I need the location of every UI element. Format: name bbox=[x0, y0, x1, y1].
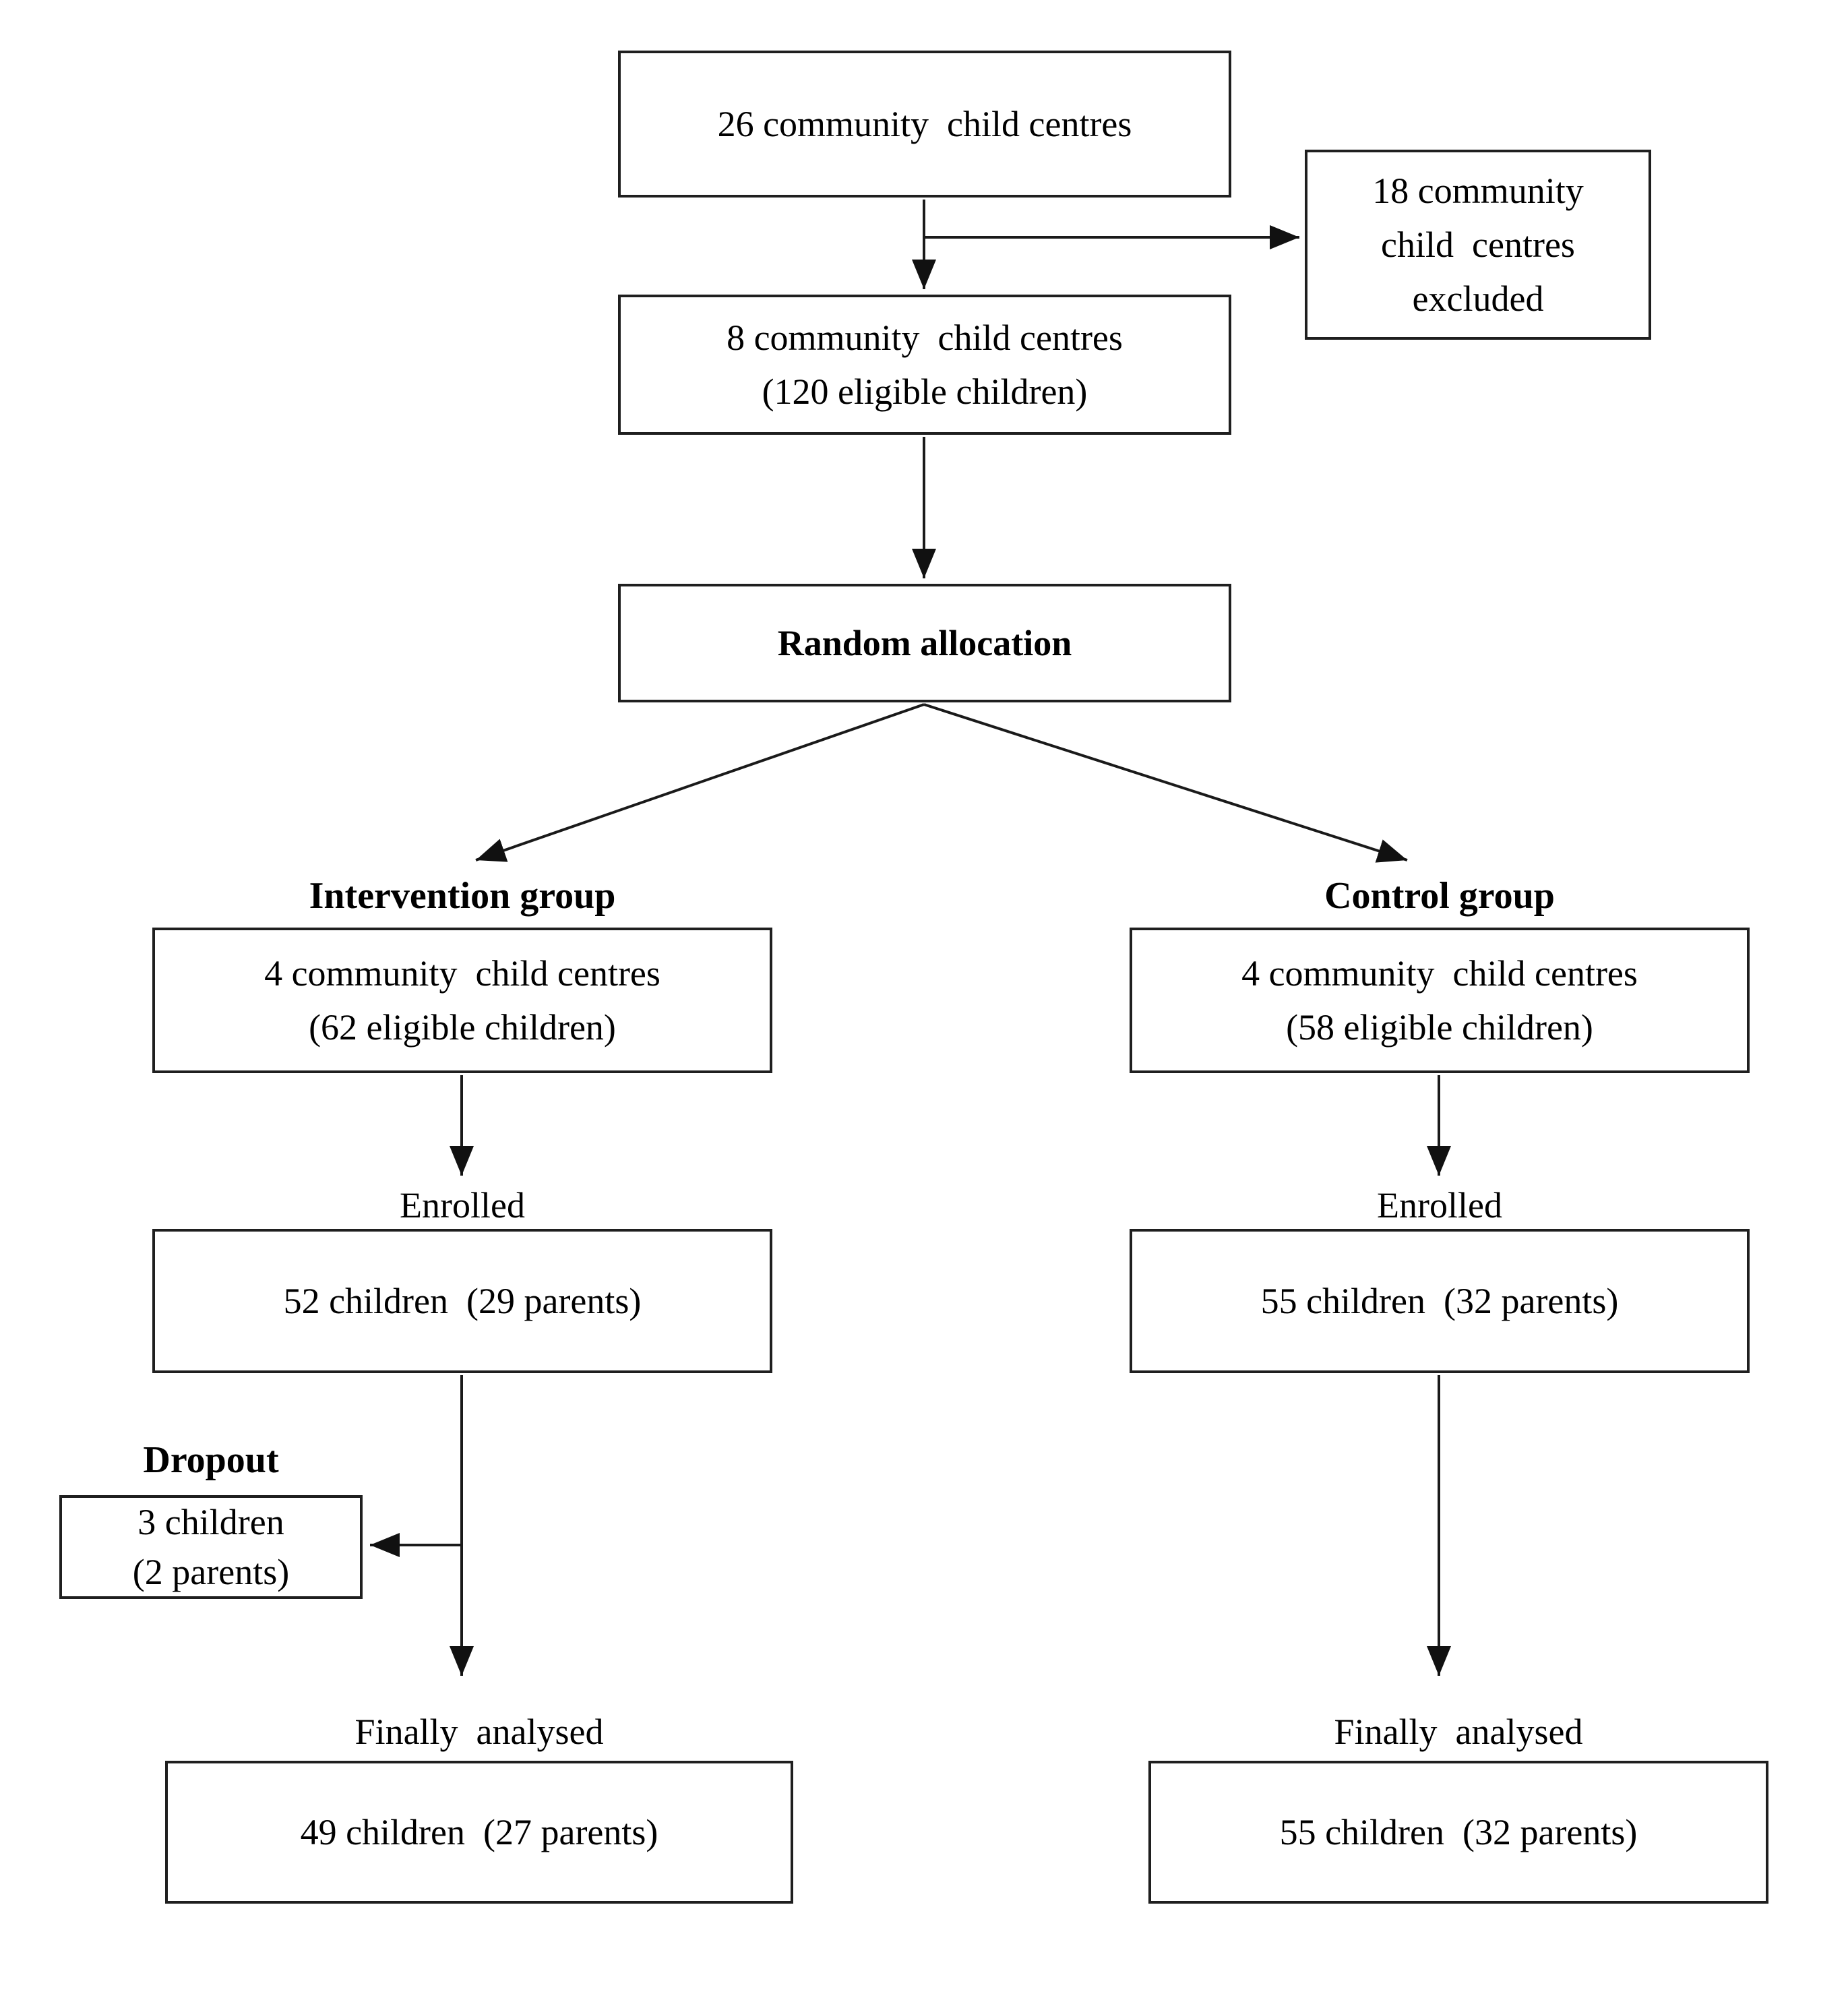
box-excluded-line2: child centres bbox=[1381, 224, 1575, 265]
box-total-centres: 26 community child centres bbox=[618, 51, 1231, 198]
box-enrolled-intervention: 52 children (29 parents) bbox=[152, 1229, 772, 1373]
label-control-group: Control group bbox=[1324, 875, 1555, 917]
arrow-random-to-intervention bbox=[475, 703, 925, 862]
label-enrolled-intervention: Enrolled bbox=[400, 1185, 525, 1226]
box-enrolled-control-text: 55 children (32 parents) bbox=[1260, 1281, 1619, 1321]
box-analysed-control-text: 55 children (32 parents) bbox=[1279, 1812, 1638, 1852]
box-dropout-line2: (2 parents) bbox=[132, 1552, 290, 1592]
box-analysed-intervention: 49 children (27 parents) bbox=[165, 1761, 793, 1904]
box-eligible-centres: 8 community child centres (120 eligible … bbox=[618, 295, 1231, 435]
box-enrolled-control: 55 children (32 parents) bbox=[1130, 1229, 1750, 1373]
box-eligible-line2: (120 eligible children) bbox=[762, 371, 1088, 412]
box-intervention-line1: 4 community child centres bbox=[264, 953, 660, 994]
box-analysed-intervention-text: 49 children (27 parents) bbox=[300, 1812, 658, 1852]
label-analysed-intervention: Finally analysed bbox=[355, 1712, 604, 1752]
box-random-allocation: Random allocation bbox=[618, 584, 1231, 702]
label-intervention-group: Intervention group bbox=[309, 875, 616, 917]
box-analysed-control: 55 children (32 parents) bbox=[1148, 1761, 1768, 1904]
box-control-line1: 4 community child centres bbox=[1241, 953, 1638, 994]
box-eligible-line1: 8 community child centres bbox=[727, 317, 1123, 358]
arrow-random-to-control bbox=[923, 703, 1408, 863]
box-random-allocation-text: Random allocation bbox=[777, 623, 1072, 663]
box-dropout: 3 children (2 parents) bbox=[59, 1495, 363, 1599]
box-control-group: 4 community child centres (58 eligible c… bbox=[1130, 928, 1750, 1073]
box-enrolled-intervention-text: 52 children (29 parents) bbox=[283, 1281, 642, 1321]
box-intervention-line2: (62 eligible children) bbox=[309, 1007, 616, 1048]
label-analysed-control: Finally analysed bbox=[1334, 1712, 1583, 1752]
box-excluded-line1: 18 community bbox=[1372, 171, 1584, 211]
box-dropout-line1: 3 children bbox=[137, 1502, 284, 1542]
box-excluded-centres: 18 community child centres excluded bbox=[1305, 150, 1651, 340]
box-control-line2: (58 eligible children) bbox=[1286, 1007, 1593, 1048]
label-dropout: Dropout bbox=[143, 1439, 279, 1481]
box-intervention-group: 4 community child centres (62 eligible c… bbox=[152, 928, 772, 1073]
box-excluded-line3: excluded bbox=[1412, 278, 1544, 319]
box-total-centres-text: 26 community child centres bbox=[717, 104, 1132, 144]
label-enrolled-control: Enrolled bbox=[1377, 1185, 1502, 1226]
